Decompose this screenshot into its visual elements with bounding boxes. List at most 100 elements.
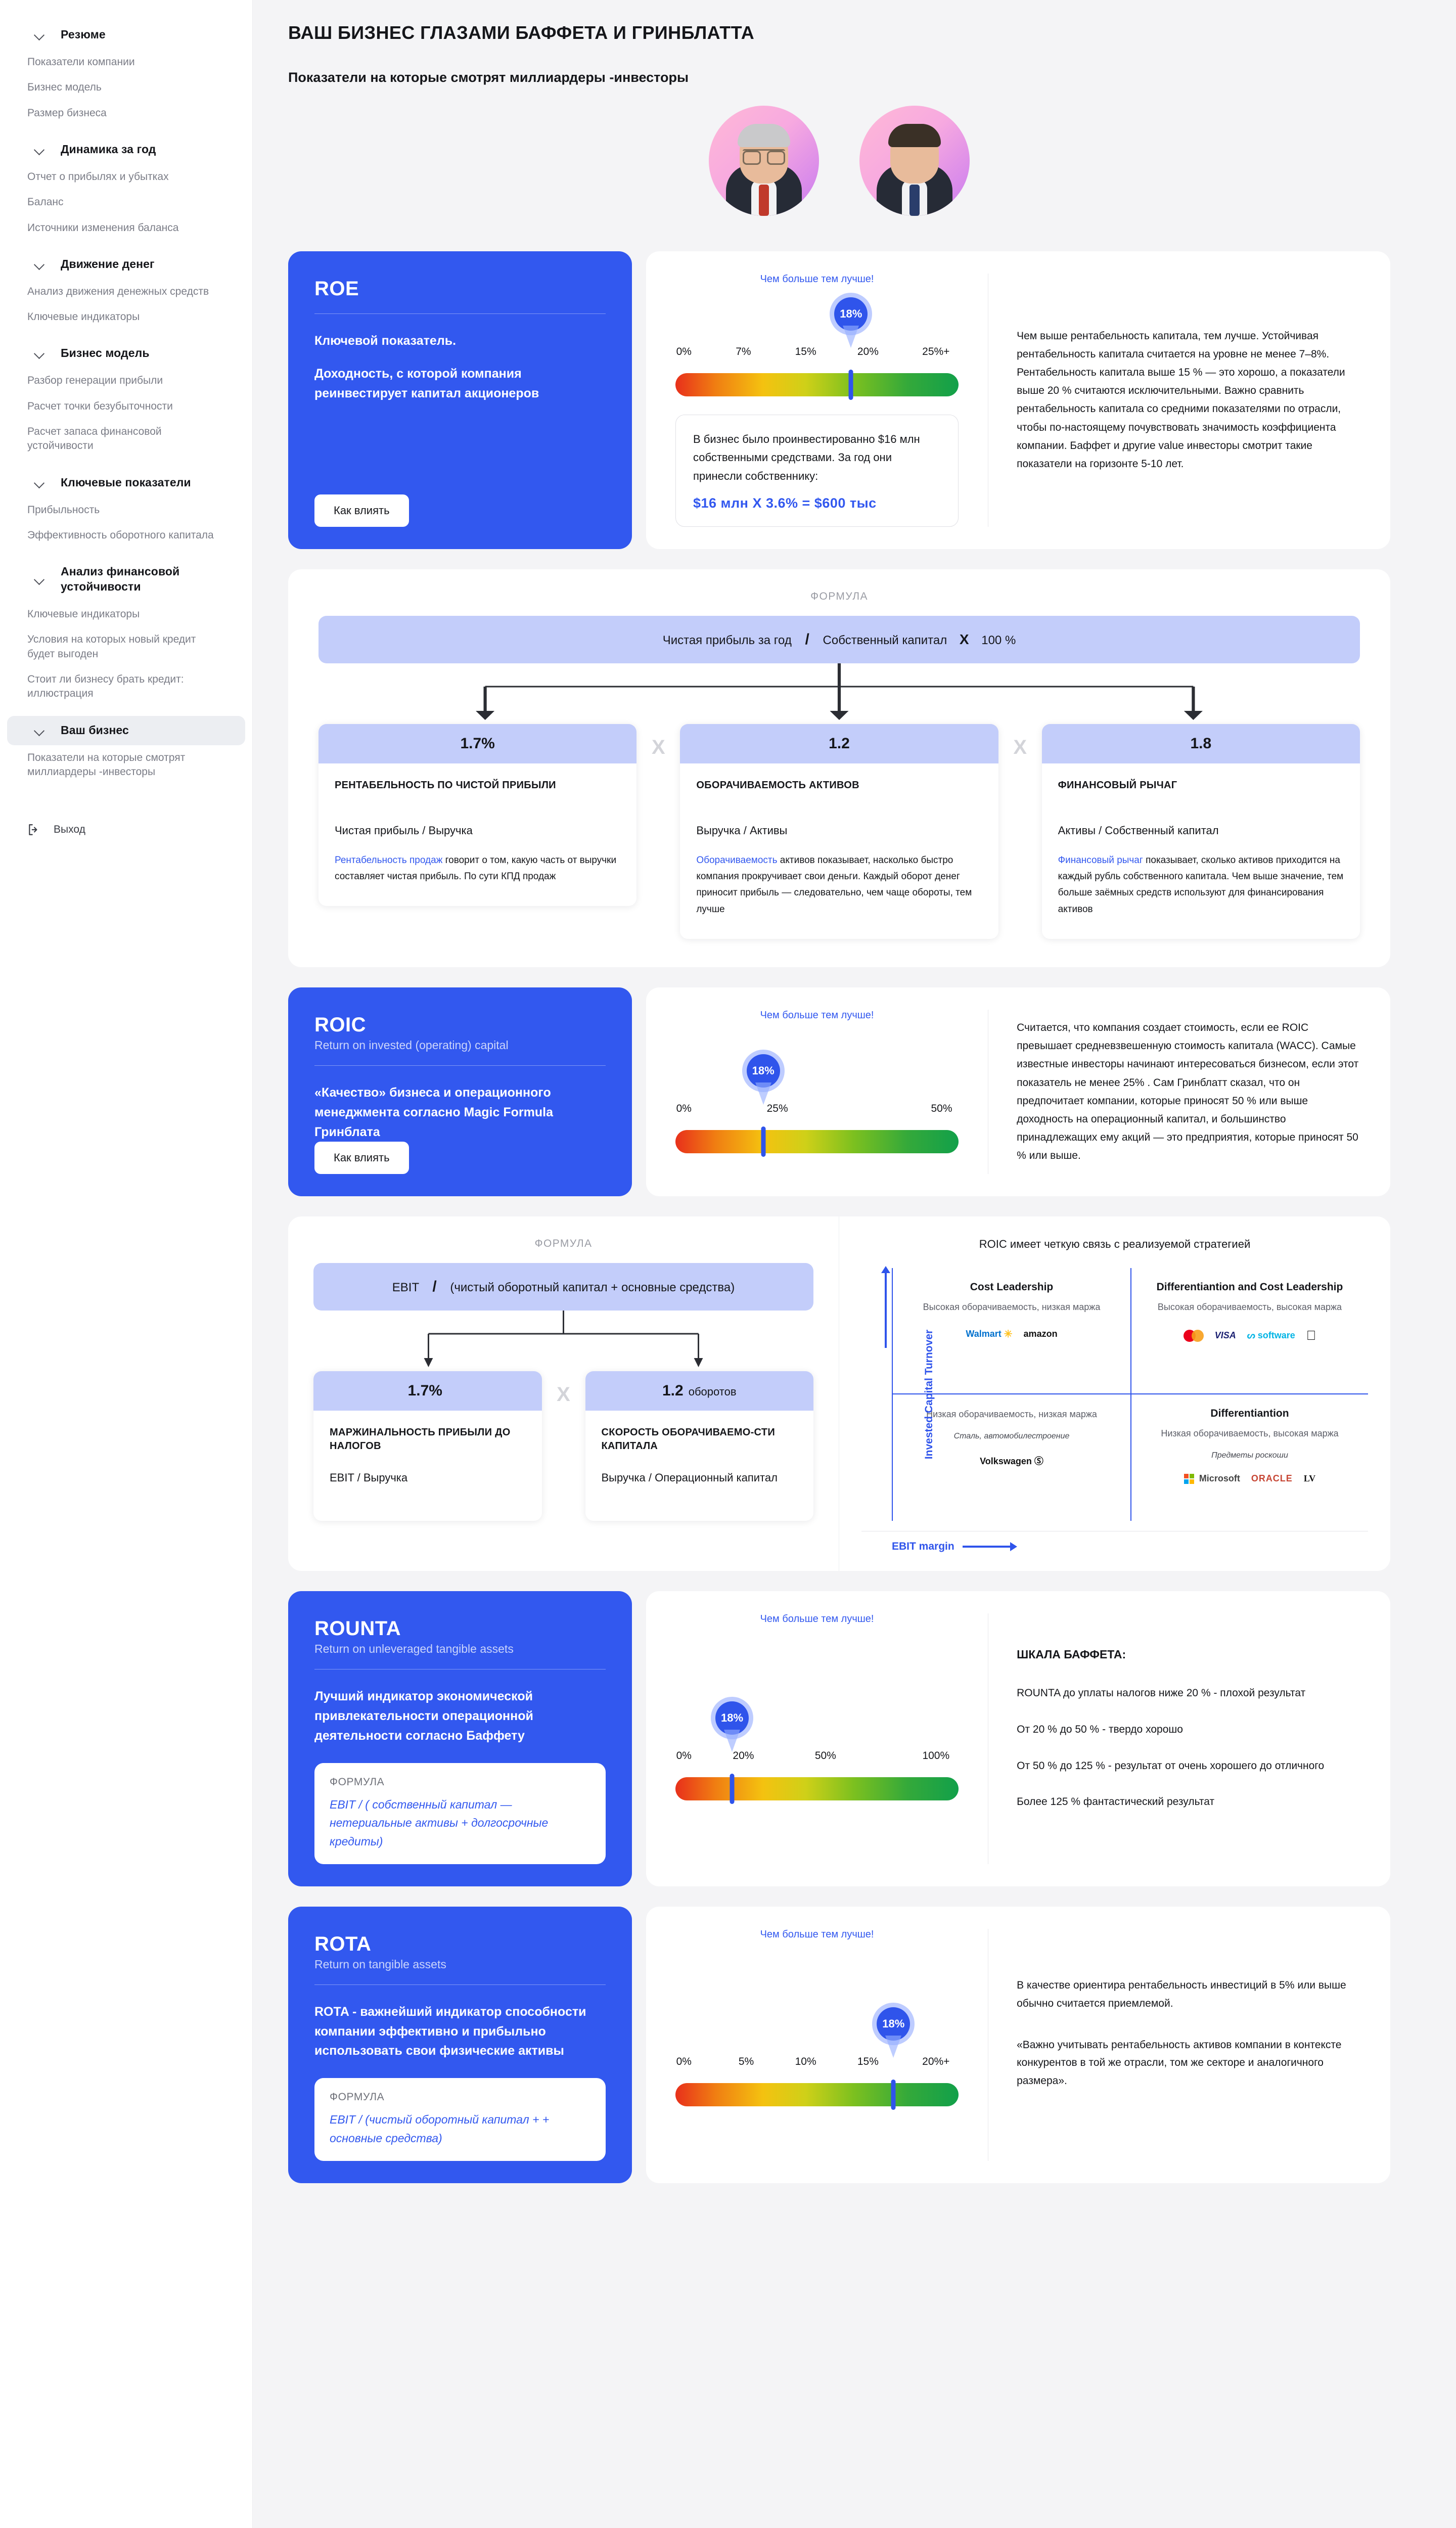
quadrant-logos: Volkswagen Ⓢ [902, 1454, 1121, 1467]
roe-gauge-pane: Чем больше тем лучше! 18%0%7%15%20%25%+ … [646, 274, 989, 527]
scale-line-0: ROUNTA до уплаты налогов ниже 20 % - пло… [1017, 1687, 1306, 1699]
scale-line-3: Более 125 % фантастический результат [1017, 1796, 1215, 1808]
roic-value-number: 1.7% [407, 1382, 442, 1400]
x-axis-arrow-icon [962, 1542, 1017, 1552]
gauge-tick-label: 15% [795, 346, 816, 357]
sidebar-item-1-1[interactable]: Баланс [27, 196, 64, 208]
roic-how-to-influence-button[interactable]: Как влиять [314, 1142, 409, 1175]
roic-value-number: 1.2 [662, 1382, 684, 1400]
rounta-gauge-bar [675, 1773, 959, 1804]
sidebar-item-1-2[interactable]: Источники изменения баланса [27, 221, 179, 234]
rounta-title: ROUNTA [314, 1617, 401, 1640]
roic-title: ROIC [314, 1014, 366, 1036]
sidebar-item-5-2[interactable]: Стоит ли бизнесу брать кредит: иллюстрац… [27, 673, 184, 700]
rota-detail-card: Чем больше тем лучше! 18%0%5%10%15%20%+ … [646, 1906, 1390, 2183]
sidebar-item-5-1[interactable]: Условия на которых новый кредит будет вы… [27, 634, 196, 660]
sidebar-group-header-5[interactable]: Анализ финансовой устойчивости [7, 557, 245, 602]
dupont-value: 1.8 [1041, 724, 1360, 763]
chevron-down-icon [34, 574, 46, 585]
roic-card-formula: EBIT / Выручка [330, 1471, 408, 1484]
gauge-tick-label: 25% [766, 1103, 788, 1115]
logout-button[interactable]: Выход [0, 815, 252, 844]
chevron-down-icon [34, 259, 46, 270]
gauge-ticks: 0%25%50% [675, 1103, 959, 1118]
sidebar-group-header-2[interactable]: Движение денег [7, 250, 245, 279]
gauge-tick-label: 20% [733, 1749, 754, 1762]
roic-card-formula: Выручка / Операционный капитал [601, 1471, 778, 1484]
buffett-scale-lines: ROUNTA до уплаты налогов ниже 20 % - пло… [1017, 1685, 1360, 1829]
roe-note-equation: $16 млн X 3.6% = $600 тыс [693, 495, 877, 511]
roe-description: Чем выше рентабельность капитала, тем лу… [1017, 330, 1345, 470]
roic-section: ROIC Return on invested (operating) capi… [288, 987, 1390, 1197]
chevron-down-icon [34, 144, 46, 155]
roic-gauge-hint: Чем больше тем лучше! [760, 1010, 874, 1021]
sidebar-item-5-0[interactable]: Ключевые индикаторы [27, 608, 140, 620]
roe-lead-1: Ключевой показатель. [314, 334, 457, 348]
sidebar-item-2-0[interactable]: Анализ движения денежных средств [27, 285, 209, 297]
formula-label: ФОРМУЛА [330, 2091, 385, 2103]
dupont-formula: Активы / Собственный капитал [1058, 824, 1219, 837]
sidebar-group-header-0[interactable]: Резюме [7, 20, 245, 50]
rounta-formula: EBIT / ( собственный капитал — нетериаль… [330, 1797, 549, 1848]
sidebar-group-header-1[interactable]: Динамика за год [7, 135, 245, 164]
dupont-desc-rest: активов показывает, насколько быстро ком… [696, 854, 972, 915]
sidebar-item-3-0[interactable]: Разбор генерации прибыли [27, 375, 163, 387]
gauge-ticks: 0%20%50%100% [675, 1750, 959, 1765]
sidebar-group-header-3[interactable]: Бизнес модель [7, 339, 245, 368]
rounta-detail-card: Чем больше тем лучше! 18%0%20%50%100% ШК… [646, 1591, 1390, 1886]
roe-card: ROE Ключевой показатель. Доходность, с к… [288, 251, 632, 549]
rounta-gauge-pane: Чем больше тем лучше! 18%0%20%50%100% [646, 1613, 989, 1864]
roic-description: Считается, что компания создает стоимост… [1017, 1022, 1359, 1162]
dupont-highlight: Оборачиваемость [696, 854, 778, 866]
page-title: ВАШ БИЗНЕС ГЛАЗАМИ БАФФЕТА И ГРИНБЛАТТА [288, 22, 755, 43]
sidebar-item-1-0[interactable]: Отчет о прибылях и убытках [27, 170, 169, 183]
chevron-down-icon [34, 725, 46, 736]
roe-how-to-influence-button[interactable]: Как влиять [314, 494, 409, 527]
volkswagen-logo-icon: Volkswagen Ⓢ [980, 1456, 1043, 1467]
microsoft-logo-icon: Microsoft [1184, 1473, 1240, 1484]
rota-paragraph-0: В качестве ориентира рентабельность инве… [1017, 1979, 1346, 2009]
sidebar-item-3-1[interactable]: Расчет точки безубыточности [27, 400, 173, 412]
quadrant-title: Differentiantion and Cost Leadership [1156, 1281, 1343, 1293]
sidebar-group-header-4[interactable]: Ключевые показатели [7, 468, 245, 498]
matrix-y-axis: Invested Capital Turnover [861, 1266, 935, 1521]
roe-gauge-marker [848, 370, 853, 400]
sidebar-item-4-0[interactable]: Прибыльность [27, 504, 100, 516]
roe-gauge: 18%0%7%15%20%25%+ [675, 297, 959, 400]
roe-title: ROE [314, 278, 359, 300]
sidebar-item-0-2[interactable]: Размер бизнеса [27, 107, 107, 119]
rota-title: ROTA [314, 1932, 372, 1955]
roic-gauge-pane: Чем больше тем лучше! 18%0%25%50% [646, 1010, 989, 1175]
gauge-tick-label: 50% [814, 1749, 836, 1762]
sidebar-item-4-1[interactable]: Эффективность оборотного капитала [27, 529, 214, 541]
matrix-x-axis: EBIT margin [861, 1531, 1368, 1553]
sidebar-item-6-0[interactable]: Показатели на которые смотрят миллиардер… [27, 751, 186, 778]
sidebar-group-header-6[interactable]: Ваш бизнес [7, 715, 245, 745]
dupont-value: 1.7% [318, 724, 637, 763]
quadrant-subtitle: Высокая оборачиваемость, высокая маржа [1157, 1302, 1342, 1313]
rota-gauge: 18%0%5%10%15%20%+ [675, 2007, 959, 2110]
sidebar-item-0-0[interactable]: Показатели компании [27, 56, 135, 68]
amazon-logo-icon: amazon [1023, 1329, 1058, 1339]
quadrant-subtitle: Низкая оборачиваемость, низкая маржа [926, 1409, 1097, 1420]
sidebar-item-3-2[interactable]: Расчет запаса финансовой устойчивости [27, 426, 162, 452]
roe-gauge-track: 18%0%7%15%20%25%+ [675, 297, 959, 373]
roic-card-title: МАРЖИНАЛЬНОСТЬ ПРИБЫЛИ ДО НАЛОГОВ [330, 1427, 511, 1452]
roe-formula-expression: Чистая прибыль за год / Собственный капи… [318, 615, 1360, 663]
formula-mult: X [959, 631, 969, 647]
quadrant-note: Предметы роскоши [1211, 1451, 1288, 1460]
roic-subtitle: Return on invested (operating) capital [314, 1039, 509, 1052]
sidebar-item-0-1[interactable]: Бизнес модель [27, 81, 102, 94]
sidebar-item-2-1[interactable]: Ключевые индикаторы [27, 311, 140, 323]
sidebar-group-label: Бизнес модель [61, 346, 150, 360]
roic-gauge: 18%0%25%50% [675, 1054, 959, 1157]
dupont-description: Финансовый рычаг показывает, сколько акт… [1058, 852, 1344, 918]
sidebar-group-label: Резюме [61, 28, 106, 41]
gauge-tick-label: 100% [922, 1749, 950, 1762]
